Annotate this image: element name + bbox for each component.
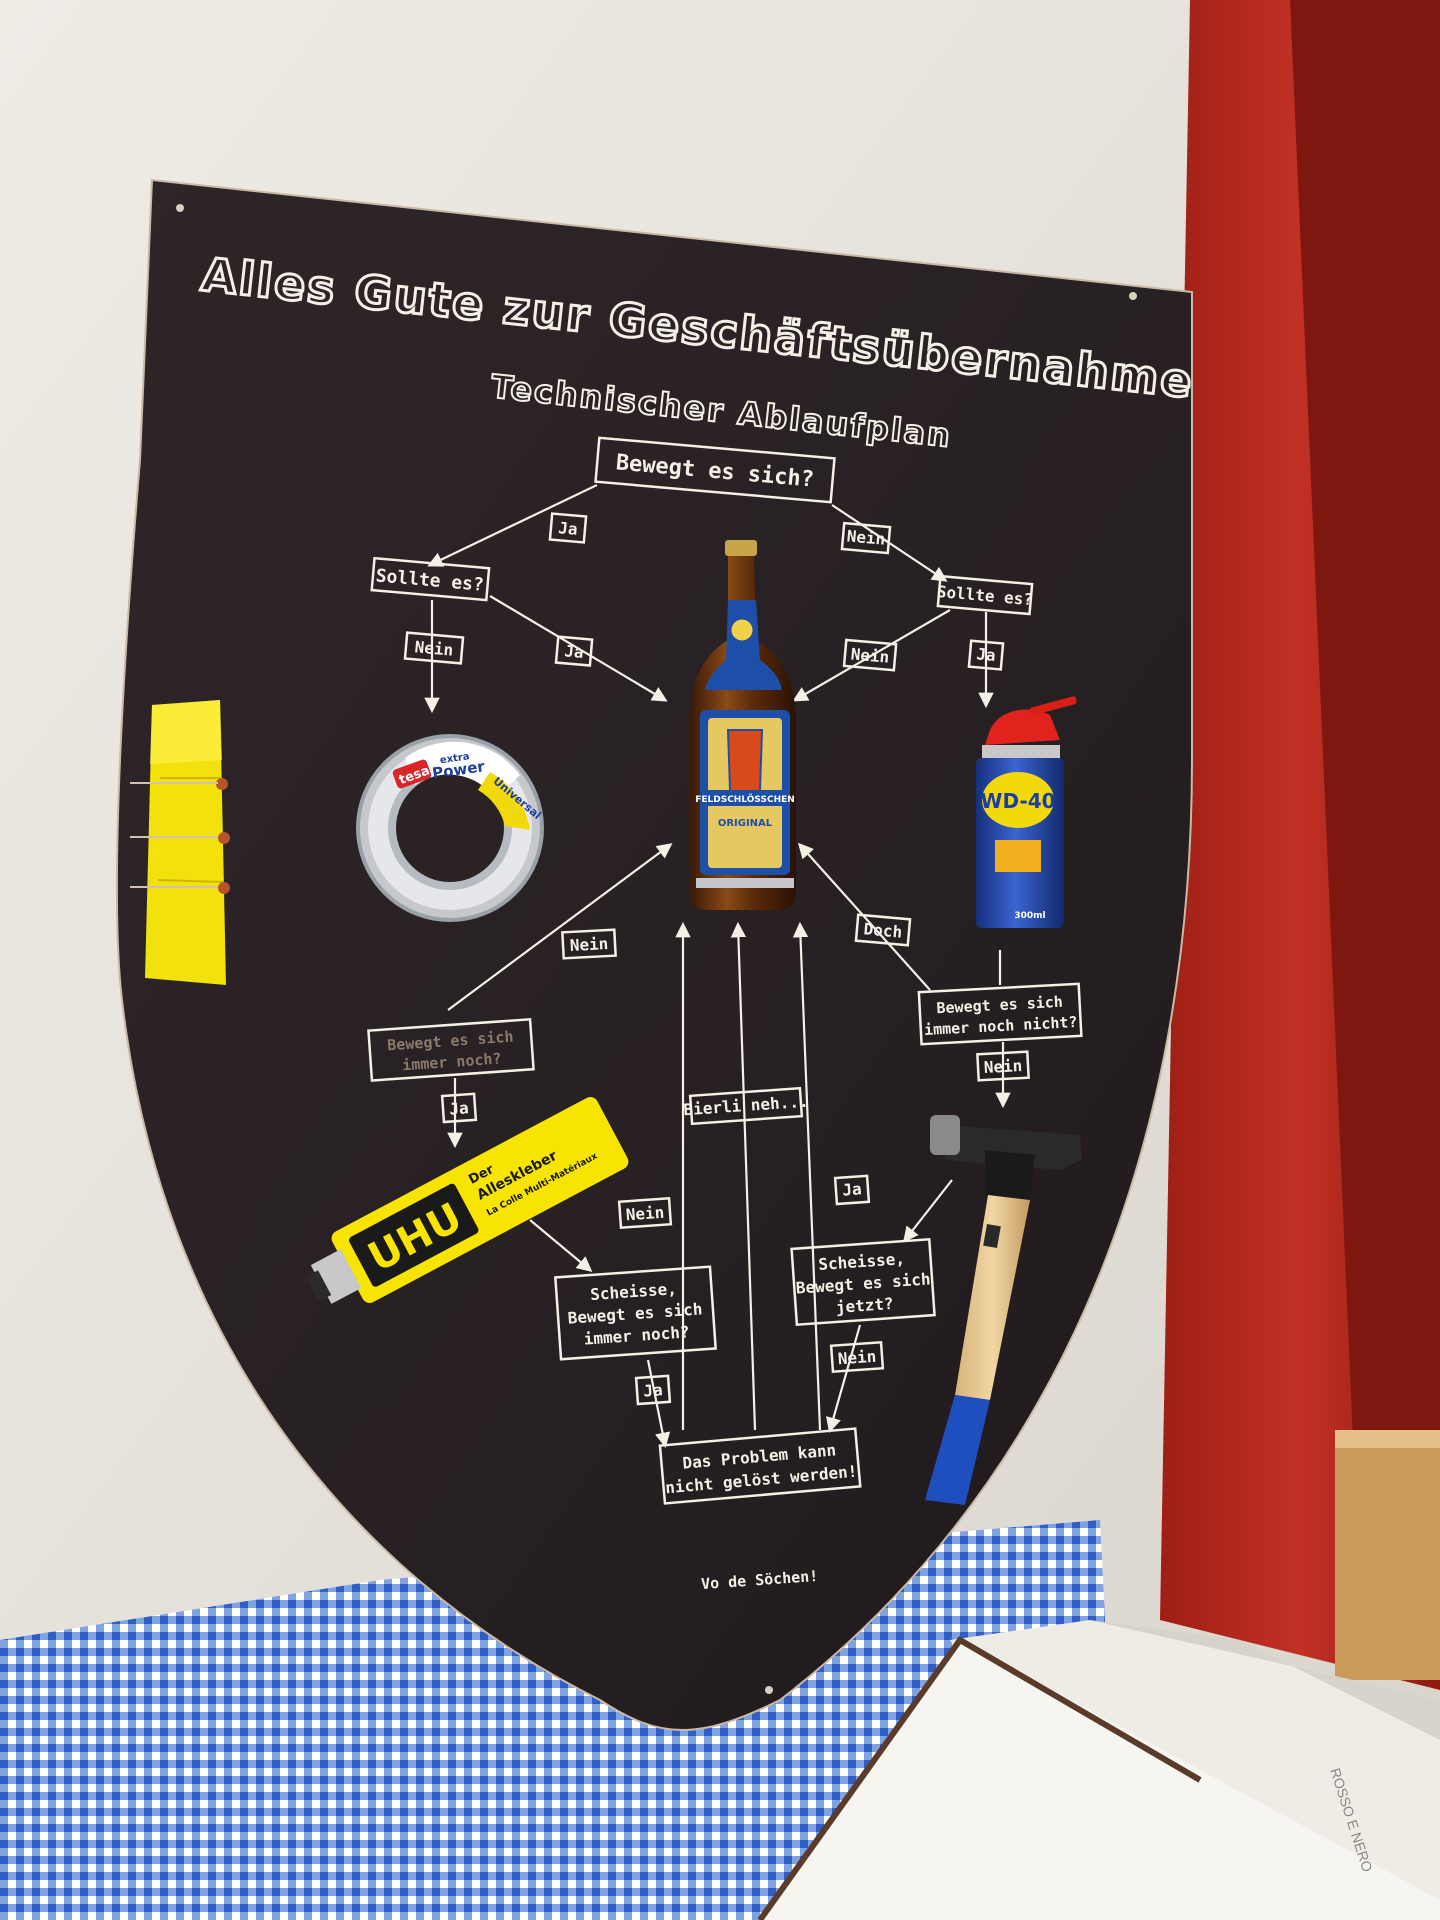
tape-line1: extra: [439, 751, 470, 766]
beer-bottle: FELDSCHLÖSSCHEN ORIGINAL: [690, 540, 796, 910]
right-ja-label: Ja: [976, 644, 997, 665]
wd40-volume: 300ml: [1014, 911, 1045, 921]
right-bottom-ja-label: Ja: [842, 1179, 863, 1199]
left-ja-label: Ja: [558, 518, 579, 539]
left-ja-to-beer-label: Ja: [564, 641, 585, 662]
wd40-brand: WD-40: [980, 789, 1055, 813]
beer-sub: ORIGINAL: [718, 818, 773, 829]
hammer: [925, 1115, 1082, 1505]
right-nein-to-beer-label: Nein: [850, 644, 890, 666]
doch-label: Doch: [863, 919, 903, 941]
yellow-duct-tape: [130, 700, 230, 985]
uhu-glue-tube: UHU Der Alleskleber La Colle Multi-Matér…: [305, 1097, 629, 1304]
cardboard-box: ROSSO E NERO: [757, 1620, 1440, 1920]
left-bottom-nein-label: Nein: [625, 1203, 665, 1225]
still-moves-ja-label: Ja: [449, 1098, 470, 1118]
still-not-nein-label: Nein: [983, 1056, 1022, 1077]
board-screws: [176, 204, 1137, 1694]
shit-right-line3: jetzt?: [835, 1294, 894, 1317]
wd40-can: WD-40 300ml: [976, 696, 1077, 928]
tesa-tape-roll: tesa extra Power Universal: [356, 734, 544, 922]
start-box: [594, 436, 836, 504]
shield-board: [115, 178, 1193, 1731]
beer-brand: FELDSCHLÖSSCHEN: [695, 794, 795, 805]
left-nein-label: Nein: [414, 637, 454, 659]
shit-right-nein-label: Nein: [837, 1347, 877, 1369]
red-door-frame: [1160, 0, 1440, 1690]
right-nein-label: Nein: [846, 526, 886, 548]
tape-nein-label: Nein: [569, 934, 608, 955]
shit-left-ja-label: Ja: [643, 1380, 664, 1400]
